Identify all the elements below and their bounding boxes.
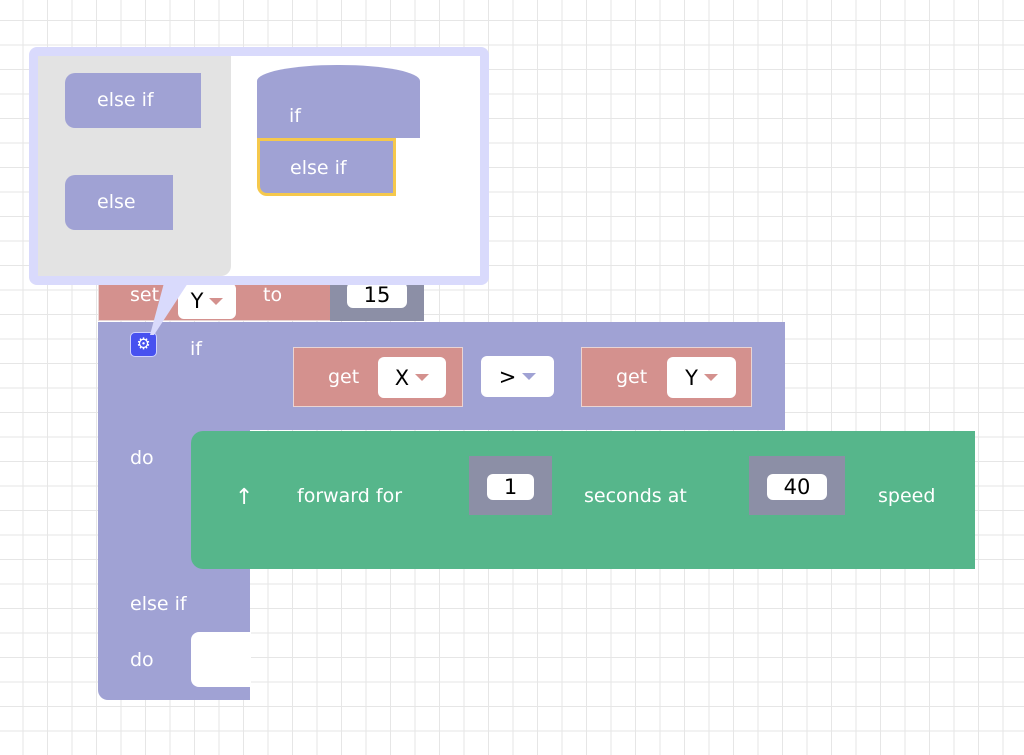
- else-if-label: else if: [97, 89, 154, 111]
- speed-label: speed: [878, 485, 936, 507]
- dropdown-arrow-icon: [415, 374, 430, 381]
- forward-for-label: forward for: [297, 485, 403, 507]
- seconds-block[interactable]: 1: [469, 456, 552, 515]
- get-y-block[interactable]: get Y: [581, 347, 752, 407]
- mutator-flyout: else if else: [38, 56, 231, 276]
- flyout-else-block[interactable]: else: [65, 175, 173, 230]
- seconds-at-label: seconds at: [584, 485, 687, 507]
- mutator-gear-button[interactable]: ⚙: [130, 332, 157, 357]
- else-if-label: else if: [130, 593, 187, 615]
- set-label: set: [130, 284, 160, 306]
- operator: >: [498, 364, 517, 389]
- mutator-else-if-block[interactable]: else if: [257, 138, 396, 196]
- else-if-label: else if: [290, 157, 347, 179]
- variable-x-dropdown[interactable]: X: [378, 357, 446, 398]
- mutator-if-block[interactable]: if: [257, 65, 420, 138]
- empty-do-slot[interactable]: [191, 632, 251, 687]
- get-label: get: [616, 366, 648, 388]
- number-field[interactable]: 15: [347, 282, 407, 308]
- set-variable-dropdown[interactable]: Y: [178, 283, 236, 319]
- dropdown-arrow-icon: [522, 373, 537, 380]
- set-variable-block[interactable]: set Y to: [98, 278, 331, 321]
- up-arrow-icon: ↑: [235, 485, 254, 510]
- speed-block[interactable]: 40: [749, 456, 845, 515]
- variable-name: Y: [685, 365, 698, 390]
- do2-label: do: [130, 649, 154, 671]
- else-label: else: [97, 191, 136, 213]
- operator-dropdown[interactable]: >: [481, 356, 554, 397]
- do-label: do: [130, 447, 154, 469]
- mutator-bubble: else if else if else if: [29, 47, 489, 285]
- variable-y-dropdown[interactable]: Y: [667, 357, 736, 398]
- forward-block[interactable]: ↑ forward for 1 seconds at 40 speed: [191, 431, 975, 569]
- seconds-field[interactable]: 1: [487, 474, 534, 500]
- number-block[interactable]: 15: [330, 278, 424, 321]
- variable-name: Y: [190, 289, 204, 313]
- if-label: if: [289, 105, 301, 127]
- dropdown-arrow-icon: [703, 374, 718, 381]
- if-label: if: [190, 338, 202, 360]
- dropdown-arrow-icon: [209, 297, 224, 305]
- get-x-block[interactable]: get X: [293, 347, 463, 407]
- flyout-else-if-block[interactable]: else if: [65, 73, 201, 128]
- gear-icon: ⚙: [136, 334, 151, 353]
- speed-field[interactable]: 40: [767, 474, 827, 500]
- get-label: get: [328, 366, 360, 388]
- variable-name: X: [394, 365, 410, 390]
- to-label: to: [263, 284, 283, 306]
